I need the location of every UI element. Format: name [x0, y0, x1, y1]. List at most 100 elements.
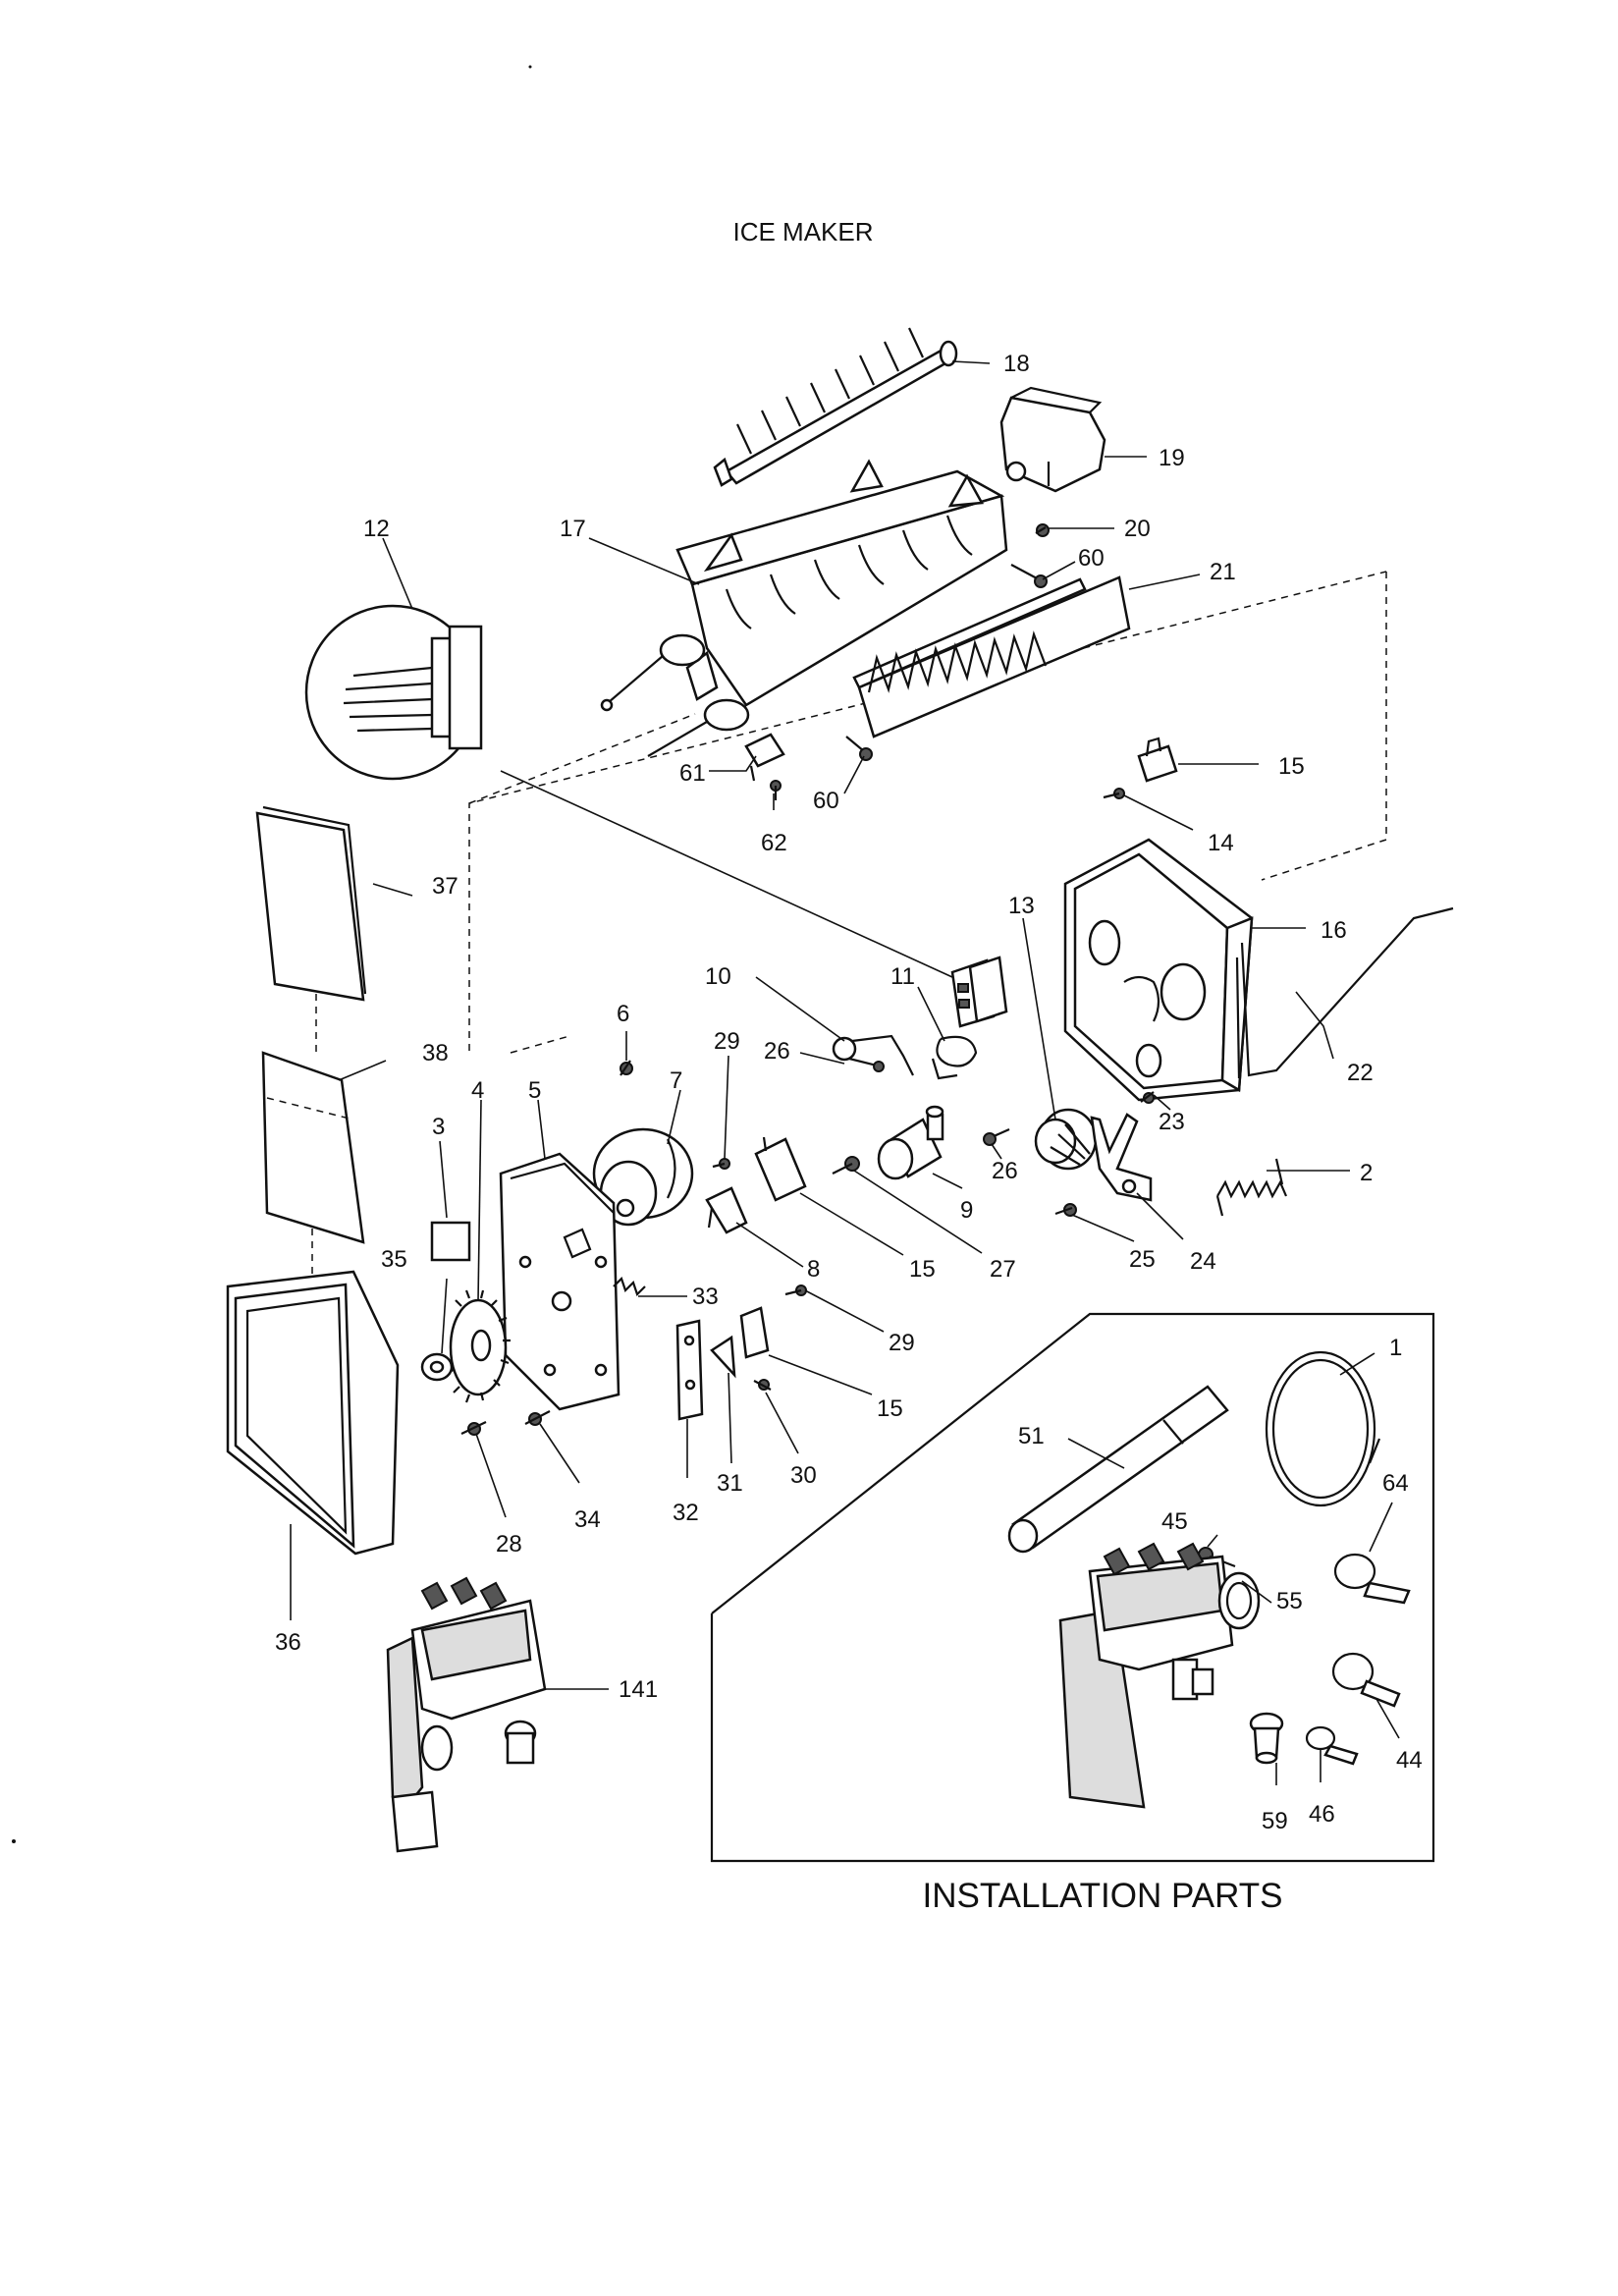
callout-label-33: 33 — [692, 1284, 719, 1310]
callout-label-62: 62 — [761, 830, 787, 856]
manual-part-37 — [255, 805, 367, 1002]
manual-part-38 — [261, 1051, 365, 1244]
callout-label-45: 45 — [1161, 1508, 1188, 1535]
callout-label-141: 141 — [619, 1676, 658, 1703]
callout-label-34: 34 — [574, 1506, 601, 1533]
callout-label-2: 2 — [1360, 1160, 1373, 1186]
screw-part-60-upper — [1010, 564, 1048, 588]
installation-parts-title: INSTALLATION PARTS — [923, 1877, 1283, 1915]
front-cover-part — [226, 1270, 400, 1556]
clamp-part-44 — [1331, 1652, 1401, 1708]
callout-label-31: 31 — [717, 1470, 743, 1497]
callout-label-7: 7 — [670, 1067, 682, 1094]
assembly-dashed-outline — [311, 571, 1387, 1288]
gear-part-4 — [445, 1289, 511, 1403]
callout-label-13: 13 — [1008, 893, 1035, 919]
callout-label-61: 61 — [679, 760, 706, 787]
callout-label-15-middle: 15 — [909, 1256, 936, 1283]
mounting-plate-part — [499, 1152, 620, 1411]
wiring-harness-detail — [304, 604, 483, 781]
installation-parts-box — [710, 1312, 1435, 1863]
callout-label-15-lower: 15 — [877, 1395, 903, 1422]
callout-label-64: 64 — [1382, 1470, 1409, 1497]
leader-lines — [290, 360, 1400, 1785]
gear-part-35 — [420, 1352, 454, 1382]
callout-label-26-upper: 26 — [764, 1038, 790, 1065]
callout-label-17: 17 — [560, 516, 586, 542]
screw-part-29-lower — [784, 1285, 807, 1296]
callout-label-19: 19 — [1159, 445, 1185, 471]
ejector-blade-part — [713, 327, 958, 487]
label-part-3 — [430, 1221, 471, 1262]
screw-part-26-upper — [848, 1057, 885, 1072]
callout-label-24: 24 — [1190, 1248, 1216, 1275]
callout-label-3: 3 — [432, 1114, 445, 1140]
callout-label-23: 23 — [1159, 1109, 1185, 1135]
feeler-arm-part — [1235, 906, 1454, 1079]
screw-part-60-lower — [845, 736, 873, 761]
callout-label-60-upper: 60 — [1078, 545, 1105, 572]
callout-label-21: 21 — [1210, 559, 1236, 585]
callout-label-29-upper: 29 — [714, 1028, 740, 1055]
screw-part-29-upper — [712, 1158, 730, 1170]
callout-label-10: 10 — [705, 963, 731, 990]
callout-label-46: 46 — [1309, 1801, 1335, 1828]
callout-label-6: 6 — [617, 1001, 629, 1027]
callout-label-38: 38 — [422, 1040, 449, 1066]
callout-label-26-lower: 26 — [992, 1158, 1018, 1184]
callout-label-36: 36 — [275, 1629, 301, 1656]
screw-part-27 — [832, 1156, 860, 1175]
cam-part-9 — [877, 1105, 944, 1180]
bracket-part-32 — [675, 1319, 704, 1421]
callout-label-59: 59 — [1262, 1808, 1288, 1834]
scan-mark — [12, 1839, 16, 1843]
callout-label-29-lower: 29 — [889, 1330, 915, 1356]
spring-part-33 — [613, 1276, 646, 1297]
switch-part-15-upper — [1137, 737, 1178, 783]
callout-label-35: 35 — [381, 1246, 407, 1273]
screw-part-26-lower — [983, 1127, 1010, 1146]
callout-label-5: 5 — [528, 1077, 541, 1104]
switch-part-15-lower — [739, 1306, 770, 1359]
callout-label-22: 22 — [1347, 1060, 1374, 1086]
screw-part-62 — [770, 780, 782, 800]
screw-part-6 — [620, 1060, 633, 1076]
thermostat-part — [1034, 1108, 1098, 1171]
sleeve-tube-part-51 — [1007, 1385, 1229, 1554]
water-valve-part-55 — [1058, 1542, 1261, 1809]
callout-label-44: 44 — [1396, 1747, 1423, 1774]
screw-part-28 — [460, 1421, 487, 1436]
actuator-part-31 — [710, 1335, 736, 1379]
callout-label-15-upper: 15 — [1278, 753, 1305, 780]
callout-labels: 18 19 20 60 21 12 17 61 60 62 15 14 37 1… — [275, 351, 1423, 1834]
callout-label-1: 1 — [1389, 1335, 1402, 1361]
callout-label-18: 18 — [1003, 351, 1030, 377]
screw-part-30 — [753, 1379, 772, 1391]
ice-maker-housing-part — [1063, 838, 1254, 1102]
screw-part-14 — [1103, 788, 1125, 799]
callout-label-8: 8 — [807, 1256, 820, 1283]
heater-part — [852, 575, 1131, 738]
callout-label-60-lower: 60 — [813, 788, 839, 814]
wire-clip-part — [931, 1035, 978, 1080]
water-valve-part-141 — [386, 1576, 547, 1853]
clamp-part-46 — [1305, 1725, 1359, 1766]
callout-label-25: 25 — [1129, 1246, 1156, 1273]
tubing-coil-part-1 — [1265, 1350, 1381, 1507]
screw-part-34 — [524, 1410, 551, 1426]
ice-mold-part — [600, 459, 1008, 757]
callout-label-51: 51 — [1018, 1423, 1045, 1449]
bushing-part-59 — [1249, 1712, 1284, 1765]
callout-label-16: 16 — [1321, 917, 1347, 944]
connector-plug-part — [950, 956, 1008, 1028]
callout-label-28: 28 — [496, 1531, 522, 1558]
callout-label-9: 9 — [960, 1197, 973, 1224]
screw-part-23 — [1140, 1091, 1155, 1104]
diagram-title: ICE MAKER — [732, 217, 873, 246]
callout-label-11: 11 — [890, 963, 915, 990]
callout-label-27: 27 — [990, 1256, 1016, 1283]
callout-label-55: 55 — [1276, 1588, 1303, 1614]
clamp-part-64 — [1333, 1553, 1411, 1605]
